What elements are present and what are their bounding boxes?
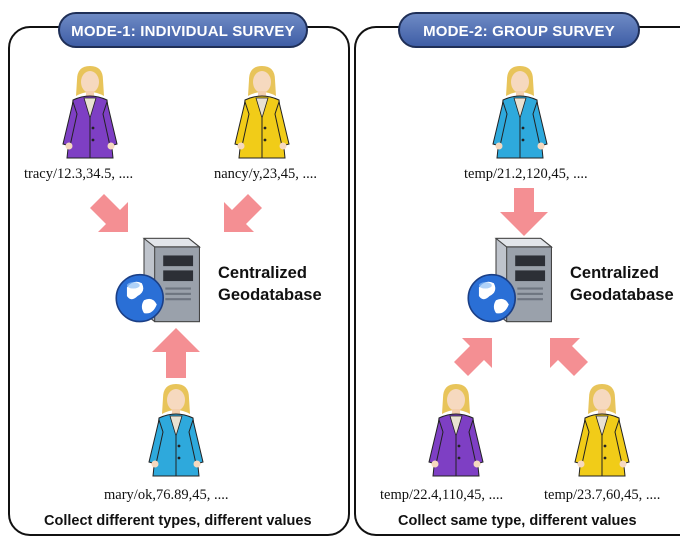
temp-left-label: temp/22.4,110,45, .... xyxy=(380,487,504,503)
server-icon xyxy=(115,237,201,323)
arrow-mary-to-db xyxy=(152,328,200,378)
person-tracy-figure xyxy=(62,65,118,159)
temp-right-label: temp/23.7,60,45, .... xyxy=(544,487,661,503)
person-temp-top-figure xyxy=(492,65,548,159)
server-label-line1: Centralized xyxy=(570,264,659,282)
server-label-line1: Centralized xyxy=(218,264,307,282)
server-icon xyxy=(467,237,553,323)
mode1-caption: Collect different types, different value… xyxy=(44,513,312,529)
nancy-label: nancy/y,23,45, .... xyxy=(214,166,317,182)
mode2-server-label: Centralized Geodatabase xyxy=(570,262,674,306)
arrow-top-to-db xyxy=(500,188,548,236)
server-label-line2: Geodatabase xyxy=(218,286,322,304)
mode2-caption: Collect same type, different values xyxy=(398,513,637,529)
tracy-label: tracy/12.3,34.5, .... xyxy=(24,166,134,182)
mode1-title: MODE-1: INDIVIDUAL SURVEY xyxy=(58,12,308,48)
mary-label: mary/ok,76.89,45, .... xyxy=(104,487,229,503)
arrow-right-to-db xyxy=(550,338,588,376)
arrow-left-to-db xyxy=(454,338,492,376)
arrow-nancy-to-db xyxy=(224,194,262,232)
mode2-title: MODE-2: GROUP SURVEY xyxy=(398,12,640,48)
temp-top-label: temp/21.2,120,45, .... xyxy=(464,166,588,182)
arrow-tracy-to-db xyxy=(90,194,128,232)
mode1-server-label: Centralized Geodatabase xyxy=(218,262,322,306)
person-mary-figure xyxy=(148,383,204,477)
person-nancy-figure xyxy=(234,65,290,159)
server-label-line2: Geodatabase xyxy=(570,286,674,304)
person-temp-left-figure xyxy=(428,383,484,477)
person-temp-right-figure xyxy=(574,383,630,477)
